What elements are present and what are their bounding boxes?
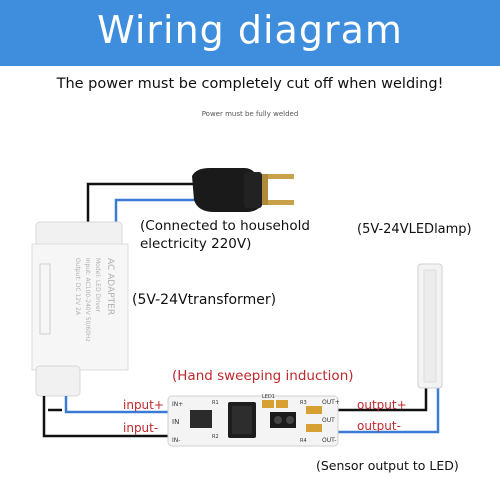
welding-warning: The power must be completely cut off whe… [56,76,444,92]
board-r1: R1 [212,400,219,406]
adapter-line-2: Input: AC100-240V 50/60Hz [84,258,91,342]
led-lamp-label: (5V-24VLEDlamp) [357,222,472,237]
title-banner: Wiring diagram [0,0,500,66]
board-r3: R3 [300,400,307,406]
board-in-plus: IN+ [172,401,183,408]
hand-sweep-label: (Hand sweeping induction) [172,368,354,384]
weld-note: Power must be fully welded [201,110,299,118]
output-plus-label: output+ [357,398,407,412]
transformer-label: (5V-24Vtransformer) [132,292,277,308]
input-minus-label: input- [123,421,159,435]
board-r4: R4 [300,438,307,444]
adapter-title: AC ADAPTER [105,258,115,315]
output-minus-wire [334,388,440,434]
household-line-1: (Connected to household [140,218,310,234]
plug-wire-black [86,182,200,226]
adapter-line-3: Output: DC 12V 2A [74,258,81,316]
board-out-plus: OUT+ [322,399,340,406]
power-plug-icon [192,168,294,212]
sensor-output-label: (Sensor output to LED) [316,458,459,473]
household-power-label: (Connected to household electricity 220V… [140,217,310,253]
input-plus-wire [64,396,170,414]
board-out-label: OUT [322,417,335,424]
output-minus-label: output- [357,419,401,433]
board-led-label: LED1 [262,394,275,400]
board-in-label: IN [172,418,179,426]
input-plus-label: input+ [123,398,164,412]
led-strip-icon [417,263,443,389]
board-r2: R2 [212,434,219,440]
board-out-minus: OUT- [322,437,336,444]
household-line-2: electricity 220V) [140,236,252,252]
board-in-minus: IN- [172,437,180,444]
banner-title: Wiring diagram [97,8,403,52]
ac-adapter-icon: AC ADAPTER Model: LED Driver Input: AC10… [31,221,129,397]
adapter-line-1: Model: LED Driver [94,258,101,313]
output-plus-wire [334,386,428,412]
sensor-board-icon: IN+ IN IN- LED1 OUT+ OUT OUT- R1 R2 R3 R… [167,394,340,447]
input-minus-wire [42,396,170,438]
